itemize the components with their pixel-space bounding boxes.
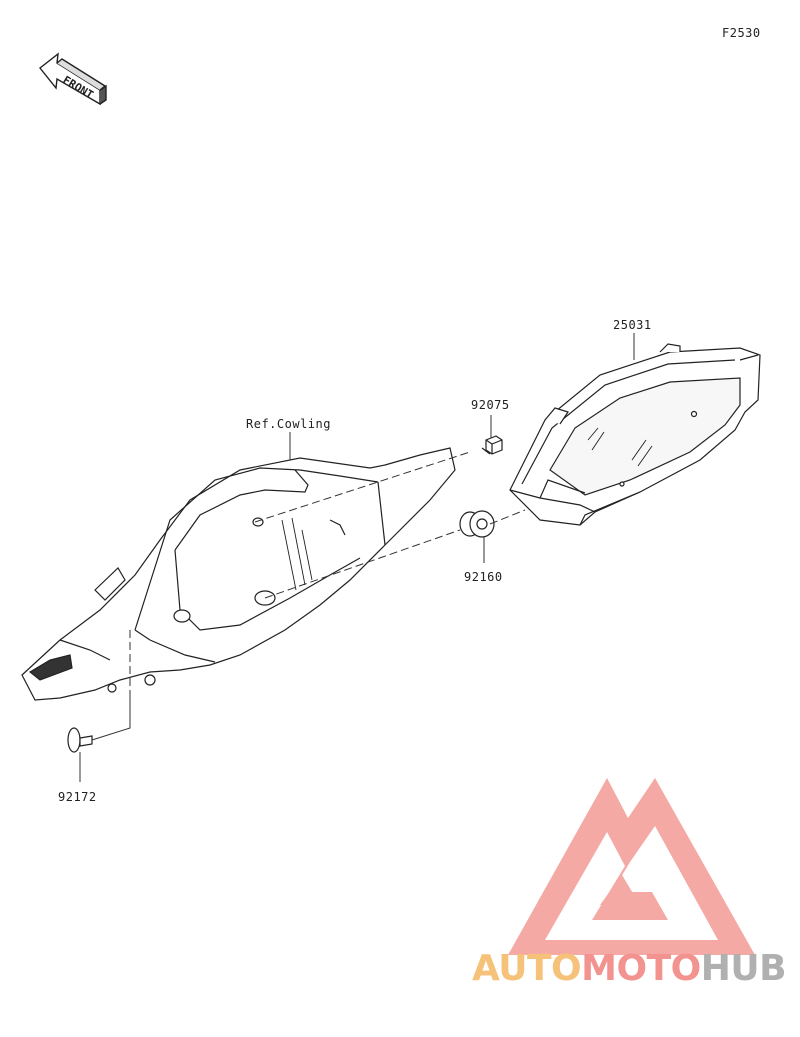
- leader-lines: [79, 333, 635, 782]
- part-label-meter: 25031: [613, 318, 652, 332]
- cowling-part: [21, 447, 456, 701]
- assembly-lines: [129, 451, 526, 690]
- part-label-cowling-ref: Ref.Cowling: [246, 417, 331, 431]
- figure-number: F2530: [722, 26, 761, 40]
- watermark-logo-icon: [508, 778, 755, 955]
- meter-assembly: [509, 343, 761, 526]
- front-arrow-icon: FRONT: [39, 52, 107, 106]
- screw-part: [481, 435, 503, 455]
- bolt-part: [67, 727, 93, 753]
- watermark-moto: MOTO: [581, 948, 701, 989]
- part-label-screw: 92075: [471, 398, 510, 412]
- watermark-auto: AUTO: [472, 948, 582, 989]
- part-label-grommet: 92160: [464, 570, 503, 584]
- part-label-bolt: 92172: [58, 790, 97, 804]
- grommet-part: [459, 510, 495, 538]
- watermark-hub: HUB: [700, 948, 787, 989]
- watermark-text: AUTOMOTOHUB: [472, 948, 787, 989]
